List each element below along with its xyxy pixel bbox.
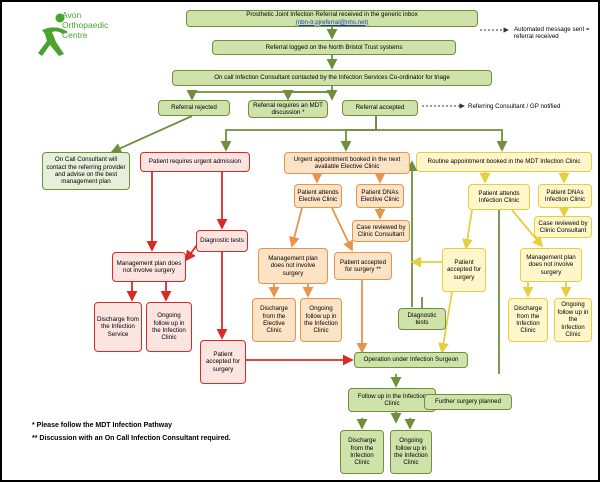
urgent-appointment-node: Urgent appointment booked in the next av… <box>284 152 410 174</box>
diagnostic-tests-red-node: Diagnostic tests <box>196 230 248 252</box>
mdt-discussion-node: Referral requires an MDT discussion * <box>248 100 328 118</box>
further-surgery-node: Further surgery planned <box>424 394 512 410</box>
auto-message-note: Automated message sent = referral receiv… <box>514 26 590 40</box>
footnote-on-call: ** Discussion with an On Call Infection … <box>32 435 231 442</box>
management-plan-orange-node: Management plan does not involve surgery <box>258 248 328 284</box>
inbox-email-link[interactable]: (nbn-tr.pjreferral@nhs.net) <box>295 18 369 26</box>
discharge-elective-node: Discharge from the Elective Clinic <box>252 298 296 342</box>
discharge-yellow-node: Discharge from the Infection Clinic <box>508 298 548 342</box>
dnas-infection-node: Patient DNAs Infection Clinic <box>538 184 592 208</box>
urgent-admission-node: Patient requires urgent admission <box>140 152 250 172</box>
triage-node: On call Infection Consultant contacted b… <box>172 70 492 86</box>
discharge-green-node: Discharge from the Infection Clinic <box>340 430 384 474</box>
diagnostic-tests-green-node: Diagnostic tests <box>398 308 446 330</box>
ongoing-follow-up-orange-node: Ongoing follow up in the Infection Clini… <box>300 298 342 342</box>
referral-logged-node: Referral logged on the North Bristol Tru… <box>212 40 456 55</box>
routine-appointment-node: Routine appointment booked in the MDT In… <box>416 152 592 172</box>
patient-accepted-orange-node: Patient accepted for surgery ** <box>334 252 392 280</box>
case-review-infection-node: Case reviewed by Clinic Consultant <box>534 216 592 238</box>
ongoing-follow-up-red-node: Ongoing follow up in the Infection Clini… <box>146 302 192 352</box>
case-review-elective-node: Case reviewed by Clinic Consultant <box>352 220 410 242</box>
referral-accepted-node: Referral accepted <box>342 100 418 116</box>
attends-infection-node: Patient attends Infection Clinic <box>468 184 530 210</box>
avon-logo: Avon Orthopaedic Centre <box>6 6 116 66</box>
footnote-mdt: * Please follow the MDT Infection Pathwa… <box>32 422 173 429</box>
patient-accepted-yellow-node: Patient accepted for surgery <box>442 248 486 292</box>
follow-up-infection-node: Follow up in the Infection Clinic <box>348 388 436 412</box>
logo-line-2: Orthopaedic <box>62 20 109 30</box>
referral-received-text: Prosthetic Joint Infection Referral rece… <box>246 11 418 19</box>
management-plan-red-node: Management plan does not involve surgery <box>112 252 186 282</box>
attends-elective-node: Patient attends Elective Clinic <box>294 184 342 208</box>
referral-received-node: Prosthetic Joint Infection Referral rece… <box>186 10 478 27</box>
on-call-consultant-node: On Call Consultant will contact the refe… <box>42 152 130 190</box>
referral-rejected-node: Referral rejected <box>158 100 230 116</box>
runner-icon <box>38 13 68 56</box>
operation-node: Operation under Infection Surgeon <box>354 352 468 368</box>
patient-accepted-red-node: Patient accepted for surgery <box>200 340 246 384</box>
management-plan-yellow-node: Management plan does not involve surgery <box>520 248 582 282</box>
dnas-elective-node: Patient DNAs Elective Clinic <box>356 184 404 208</box>
discharge-infection-service-node: Discharge from the Infection Service <box>94 302 142 352</box>
gp-notified-note: Referring Consultant / GP notified <box>468 103 561 110</box>
logo-line-1: Avon <box>62 10 82 20</box>
ongoing-follow-up-green-node: Ongoing follow up in the Infection Clini… <box>390 430 432 474</box>
ongoing-follow-up-yellow-node: Ongoing follow up in the Infection Clini… <box>554 298 592 342</box>
logo-line-3: Centre <box>62 30 88 40</box>
